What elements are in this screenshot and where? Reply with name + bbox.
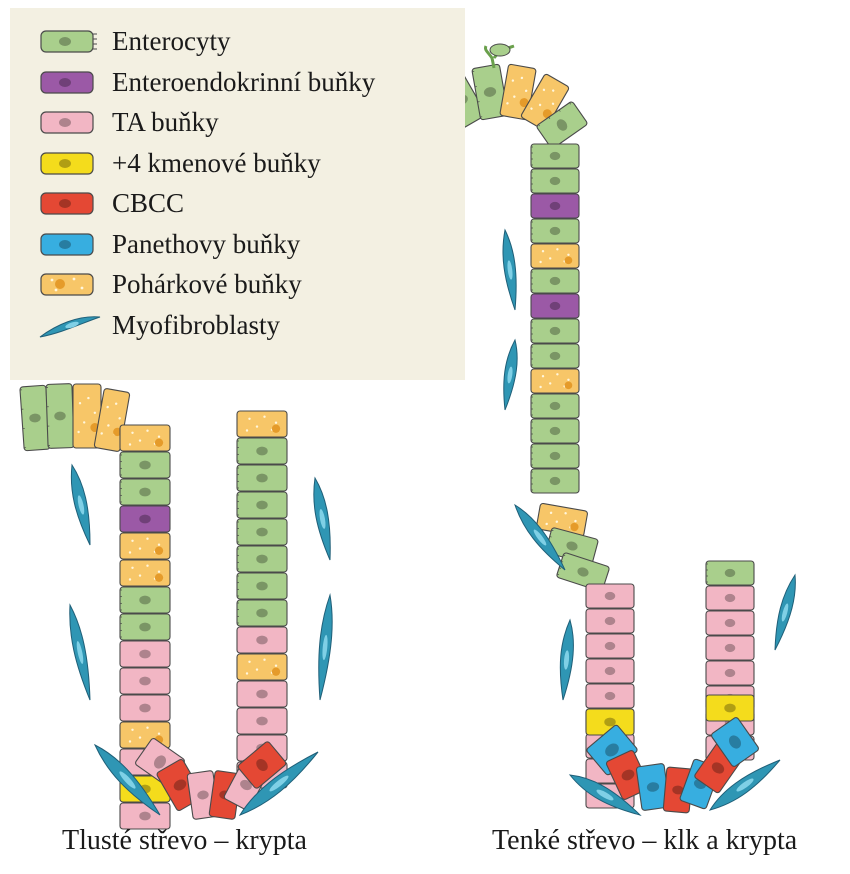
caption-colon-crypt: Tlusté střevo – krypta: [62, 825, 307, 857]
crypt-left-cell: [586, 584, 634, 608]
villus-cell: [531, 394, 579, 418]
colon-right-cell: [237, 627, 287, 653]
legend-item-cbcc: CBCC: [38, 186, 468, 226]
myofibroblast: [499, 229, 520, 310]
legend-label: TA buňky: [112, 105, 219, 139]
myofibroblast: [66, 464, 96, 547]
villus-cell: [531, 294, 579, 318]
colon-left-cell: [120, 506, 170, 532]
colon-right-cell: [237, 654, 287, 680]
crypt-right-cell: [706, 636, 754, 660]
stem4-swatch: [38, 149, 102, 179]
villus-cell: [531, 194, 579, 218]
villus-cell: [531, 344, 579, 368]
colon-left-cell: [120, 452, 170, 478]
legend-item-enteroendocrine: Enteroendokrinní buňky: [38, 65, 468, 105]
goblet-swatch: [38, 270, 102, 300]
colon-left-cell: [120, 695, 170, 721]
colon-left-cell: [120, 668, 170, 694]
legend-item-stem4: +4 kmenové buňky: [38, 146, 468, 186]
colon-right-cell: [237, 438, 287, 464]
colon-right-cell: [237, 492, 287, 518]
legend-label: Enterocyty: [112, 24, 230, 58]
colon-left-cell: [120, 533, 170, 559]
ta-swatch: [38, 108, 102, 138]
crypt-left-cell: [586, 609, 634, 633]
legend-item-goblet: Pohárkové buňky: [38, 267, 468, 307]
villus-cell: [531, 444, 579, 468]
colon-right-cell: [237, 600, 287, 626]
myofibroblast-swatch: [38, 311, 102, 341]
villus-cell: [531, 369, 579, 393]
villus-cell: [531, 419, 579, 443]
colon-right-cell: [237, 573, 287, 599]
myofibroblast: [314, 594, 335, 700]
legend-item-paneth: Panethovy buňky: [38, 227, 468, 267]
crypt-right-cell: [706, 561, 754, 585]
myofibroblast: [309, 477, 336, 561]
legend-label: Panethovy buňky: [112, 227, 300, 261]
crypt-right-cell: [706, 661, 754, 685]
colon-rim-cell: [46, 384, 74, 449]
legend-item-enterocyte: Enterocyty: [38, 24, 468, 64]
crypt-left-cell: [586, 684, 634, 708]
legend-item-myofibroblast: Myofibroblasty: [38, 308, 468, 348]
enterocyte-swatch: [38, 27, 102, 57]
colon-right-cell: [237, 519, 287, 545]
villus-cell: [531, 469, 579, 493]
crypt-left-cell: [586, 634, 634, 658]
legend-label: +4 kmenové buňky: [112, 146, 321, 180]
colon-left-cell: [120, 587, 170, 613]
crypt-left-cell: [586, 659, 634, 683]
villus-cell: [531, 219, 579, 243]
myofibroblast: [499, 339, 520, 411]
legend-label: Myofibroblasty: [112, 308, 280, 342]
enteroendocrine-swatch: [38, 68, 102, 98]
cbcc-swatch: [38, 189, 102, 219]
colon-left-cell: [120, 479, 170, 505]
colon-right-cell: [237, 411, 287, 437]
colon-right-cell: [237, 465, 287, 491]
myofibroblast: [770, 574, 801, 652]
colon-left-cell: [120, 560, 170, 586]
colon-left-cell: [120, 641, 170, 667]
colon-left-cell: [120, 425, 170, 451]
colon-left-cell: [120, 614, 170, 640]
villus-cell: [531, 269, 579, 293]
myofibroblast: [65, 604, 96, 701]
crypt-right-cell: [706, 586, 754, 610]
colon-right-cell: [237, 681, 287, 707]
villus-cell: [531, 319, 579, 343]
myofibroblast: [557, 619, 576, 700]
colon-right-cell: [237, 708, 287, 734]
legend-item-ta: TA buňky: [38, 105, 468, 145]
villus-cell: [531, 144, 579, 168]
caption-small-intestine-villus-crypt: Tenké střevo – klk a krypta: [492, 825, 797, 857]
crypt-right-cell: [706, 695, 754, 721]
colon-rim-cell: [20, 385, 50, 451]
villus-cell: [531, 169, 579, 193]
villus-cell: [531, 244, 579, 268]
paneth-swatch: [38, 230, 102, 260]
colon-right-cell: [237, 546, 287, 572]
legend-label: Pohárkové buňky: [112, 267, 302, 301]
legend-label: Enteroendokrinní buňky: [112, 65, 375, 99]
legend-label: CBCC: [112, 186, 184, 220]
crypt-right-cell: [706, 611, 754, 635]
